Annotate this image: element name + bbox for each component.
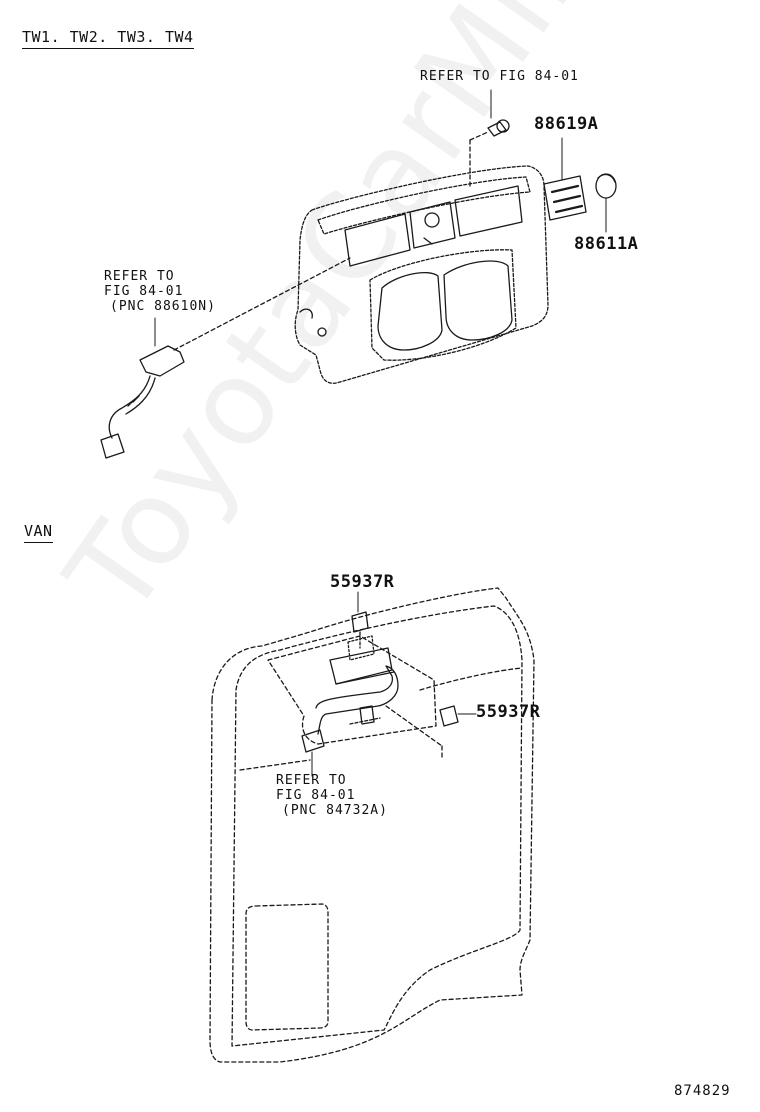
- part-number-55937R-side: 55937R: [476, 702, 541, 722]
- illustration-number: 874829: [674, 1083, 731, 1099]
- clip-part-55937R-top: [351, 591, 369, 649]
- ref-line-1: REFER TO: [276, 773, 347, 788]
- control-panel-illustration: [294, 165, 549, 384]
- ref-line-2: FIG 84-01: [276, 788, 356, 803]
- van-door-trim: [209, 587, 535, 1063]
- ref-line-1: REFER TO: [104, 269, 175, 284]
- knob-part-88611A: [595, 173, 617, 233]
- section-title-van: VAN: [24, 524, 53, 543]
- wire-harness-top: [100, 257, 351, 459]
- part-number-55937R-top: 55937R: [330, 572, 395, 592]
- clip-part-55937R-side: [439, 705, 477, 727]
- part-number-88619A: 88619A: [534, 114, 599, 134]
- part-number-88611A: 88611A: [574, 234, 639, 254]
- section-title-tw: TW1. TW2. TW3. TW4: [22, 30, 194, 49]
- ref-line-2: FIG 84-01: [104, 284, 184, 299]
- plate-part-88619A: [543, 137, 587, 221]
- ref-line-3: (PNC 84732A): [282, 803, 388, 818]
- ref-note-bolt: REFER TO FIG 84-01: [420, 69, 579, 84]
- screw-part: [469, 89, 510, 189]
- ref-line-3: (PNC 88610N): [110, 299, 216, 314]
